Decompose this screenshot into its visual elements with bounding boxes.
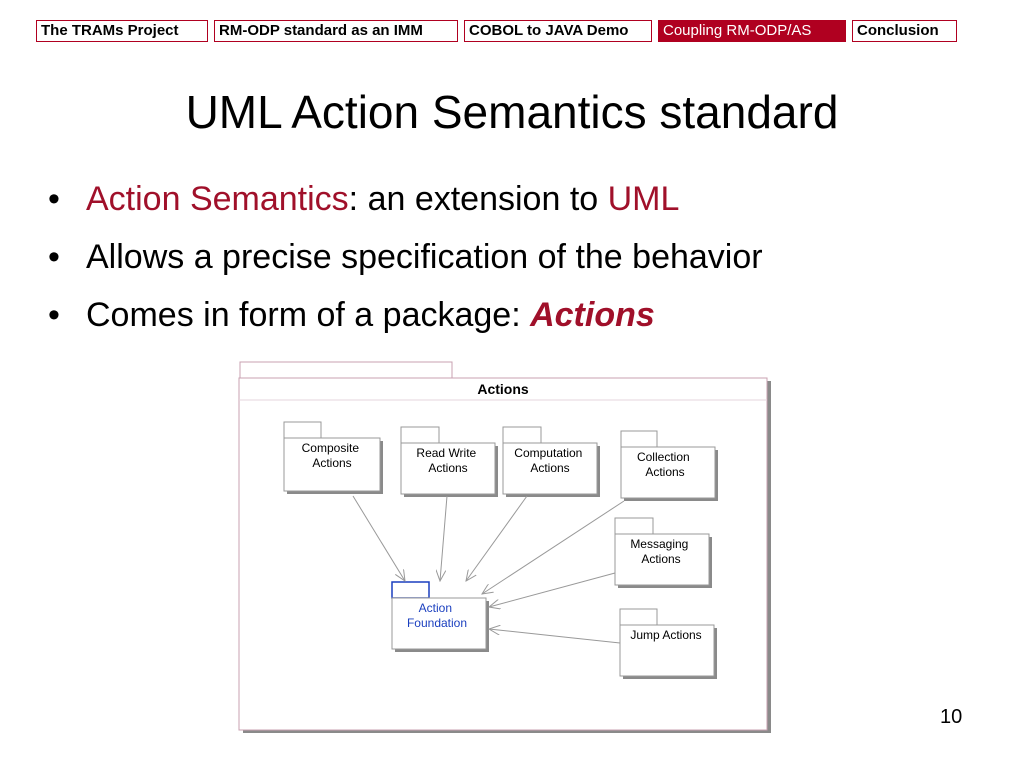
collection-actions-label-2: Actions [645, 465, 684, 479]
svg-text:Action Foundation: Action Foundation [407, 601, 467, 630]
bullet-glyph: • [48, 238, 60, 276]
bullet-text: : an extension to [348, 180, 608, 218]
collection-actions-package: Collection Actions [620, 430, 718, 501]
nav-tab-cobol-to-java[interactable]: COBOL to JAVA Demo [464, 20, 652, 42]
composite-actions-package: Composite Actions [283, 421, 383, 494]
svg-text:Collection Actions: Collection Actions [637, 450, 693, 479]
bullet-highlight: Action Semantics [86, 180, 349, 218]
nav-tab-rm-odp-standard[interactable]: RM-ODP standard as an IMM [214, 20, 458, 42]
svg-text:Read Write Actions: Read Write Actions [416, 446, 479, 475]
jump-actions-label: Jump Actions [630, 628, 701, 642]
bullet-glyph: • [48, 180, 60, 218]
package-name: Actions [477, 381, 529, 397]
bullet-list: • Action Semantics: an extension to UML … [42, 170, 763, 344]
slide-title: UML Action Semantics standard [185, 86, 839, 138]
action-foundation-package: Action Foundation [391, 581, 489, 652]
bullet-highlight: UML [607, 180, 680, 218]
messaging-actions-label-2: Actions [641, 552, 680, 566]
composite-actions-label-2: Actions [312, 456, 351, 470]
computation-actions-label-2: Actions [530, 461, 569, 475]
bullet-highlight: Actions [530, 296, 655, 334]
bullet-glyph: • [48, 296, 60, 334]
svg-text:Composite Actions: Composite Actions [302, 441, 363, 470]
messaging-actions-label-1: Messaging [630, 537, 688, 551]
svg-text:Computation Actions: Computation Actions [514, 446, 585, 475]
read-write-actions-label-1: Read Write [416, 446, 476, 460]
jump-actions-package: Jump Actions [619, 608, 717, 679]
read-write-actions-package: Read Write Actions [400, 426, 498, 497]
bullet-item: • Comes in form of a package: Actions [42, 286, 763, 344]
messaging-actions-package: Messaging Actions [614, 517, 712, 588]
bullet-item: • Action Semantics: an extension to UML [42, 170, 763, 228]
nav-tab-conclusion[interactable]: Conclusion [852, 20, 957, 42]
svg-text:Messaging Actions: Messaging Actions [630, 537, 691, 566]
computation-actions-package: Computation Actions [502, 426, 600, 497]
bullet-text: Allows a precise specification of the be… [86, 238, 763, 276]
nav-tab-coupling-rm-odp-as[interactable]: Coupling RM-ODP/AS [658, 20, 846, 42]
svg-text:Jump Actions: Jump Actions [630, 628, 701, 642]
read-write-actions-label-2: Actions [428, 461, 467, 475]
nav-tab-trams-project[interactable]: The TRAMs Project [36, 20, 208, 42]
bullet-item: • Allows a precise specification of the … [42, 228, 763, 286]
collection-actions-label-1: Collection [637, 450, 690, 464]
computation-actions-label-1: Computation [514, 446, 582, 460]
page-number: 10 [940, 706, 963, 728]
action-foundation-label-1: Action [419, 601, 452, 615]
package-tab [239, 361, 453, 379]
composite-actions-label-1: Composite [302, 441, 360, 455]
action-foundation-label-2: Foundation [407, 616, 467, 630]
bullet-text: Comes in form of a package: [86, 296, 531, 334]
dependency-arrows [352, 495, 625, 644]
